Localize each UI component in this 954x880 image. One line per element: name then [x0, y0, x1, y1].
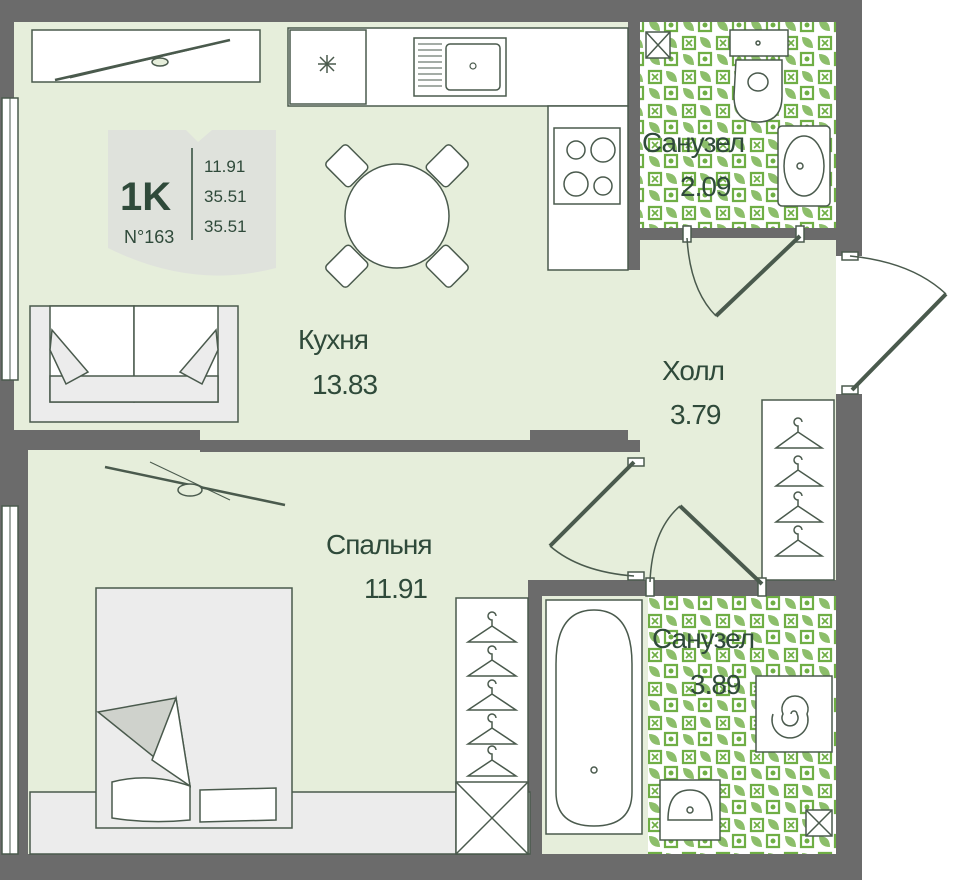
door-entrance — [841, 251, 948, 395]
wall-kitchen-bedroom-2 — [200, 440, 640, 452]
door-bedroom — [548, 457, 645, 581]
wardrobe-bedroom — [455, 597, 529, 855]
hanger-icon — [465, 713, 519, 745]
room-name-kitchen: Кухня — [298, 324, 368, 355]
entrance-opening — [836, 256, 862, 394]
wall-bath-top-bottom-2 — [800, 228, 836, 240]
badge-area-2: 35.51 — [204, 187, 247, 206]
hanger-icon — [465, 745, 519, 777]
room-name-bedroom: Спальня — [326, 529, 432, 560]
hanger-icon — [773, 417, 825, 449]
sink-icon — [413, 37, 507, 97]
room-area-kitchen: 13.83 — [312, 369, 377, 400]
bed — [95, 587, 293, 829]
sofa — [29, 305, 239, 423]
exterior-wall-east-lower — [836, 400, 862, 880]
door-bathroom-top — [682, 225, 805, 318]
washbasin-icon — [777, 125, 831, 207]
dining-table — [325, 144, 469, 288]
wall-bath-top-bottom — [640, 228, 686, 240]
room-name-bathroom-bottom: Санузел — [652, 623, 754, 654]
stove-icon — [318, 55, 336, 73]
wall-bath-top — [628, 22, 640, 242]
apartment-type: 1K — [120, 175, 171, 219]
cooktop-icon — [553, 127, 621, 205]
wall-bedroom-bath — [528, 580, 542, 854]
room-area-bathroom-bottom: 3.89 — [690, 669, 741, 700]
room-name-bathroom-top: Санузел — [642, 127, 744, 158]
shaft-icon — [805, 809, 833, 837]
window-top — [31, 29, 261, 83]
hanger-icon — [773, 491, 825, 523]
washbasin-icon — [659, 779, 721, 841]
hanger-icon — [465, 679, 519, 711]
wall-bath-bottom-top-2 — [764, 580, 836, 594]
hanger-icon — [465, 645, 519, 677]
toilet-icon — [729, 29, 789, 123]
hanger-icon — [465, 611, 519, 643]
wall-kitchen-hall — [628, 242, 640, 270]
fridge — [289, 29, 367, 105]
door-bathroom-bottom — [645, 504, 767, 597]
washing-machine-icon — [755, 675, 833, 753]
room-area-bedroom: 11.91 — [364, 573, 427, 604]
room-area-bathroom-top: 2.09 — [680, 171, 731, 202]
apartment-badge: 1K N°163 11.91 35.51 35.51 — [108, 130, 276, 276]
wall-bath-bottom-top — [528, 580, 652, 594]
hanger-icon — [773, 525, 825, 557]
wardrobe-hall — [761, 399, 835, 581]
bathtub-icon — [545, 599, 643, 835]
shaft-icon — [645, 31, 671, 59]
wall-kitchen-bedroom — [28, 430, 200, 450]
hanger-icon — [773, 455, 825, 487]
room-area-hall: 3.79 — [670, 399, 721, 430]
apartment-number: N°163 — [124, 227, 174, 247]
badge-area-3: 35.51 — [204, 217, 247, 236]
room-name-hall: Холл — [662, 355, 724, 386]
badge-area-1: 11.91 — [204, 157, 245, 176]
